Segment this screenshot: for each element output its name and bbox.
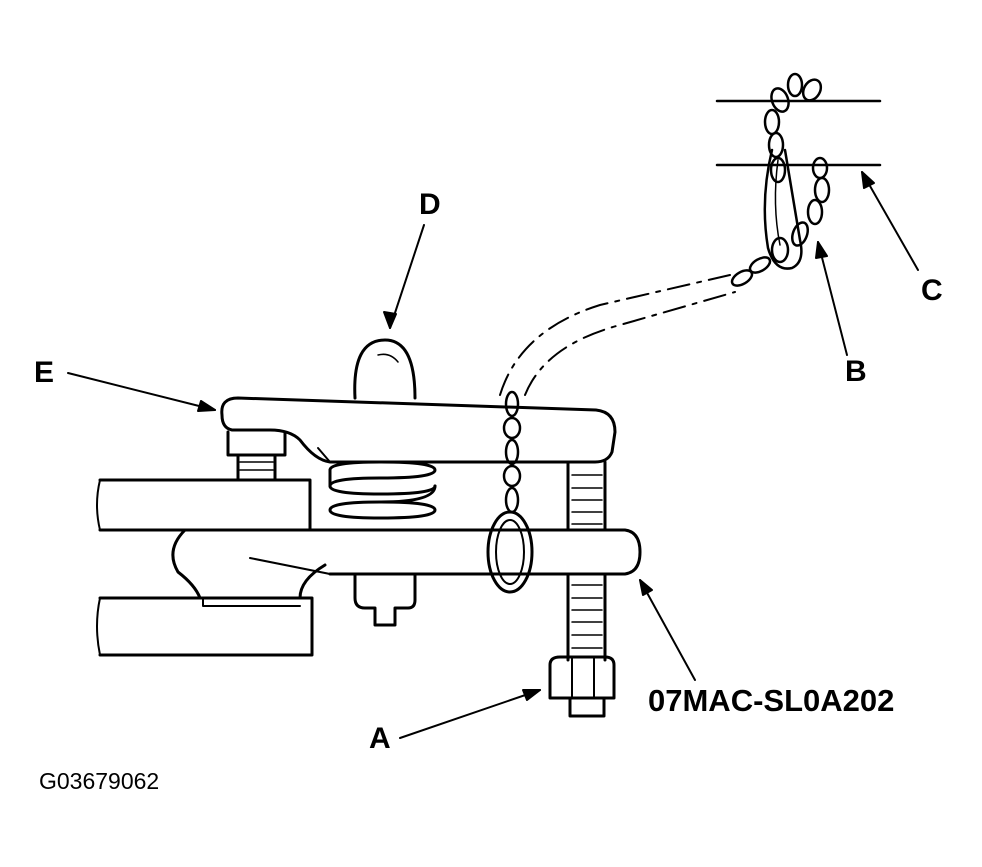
retaining-ring bbox=[486, 510, 534, 594]
tool-upper-arm bbox=[220, 396, 617, 464]
pressure-bolt bbox=[548, 460, 616, 718]
callout-d: D bbox=[419, 188, 441, 221]
chain-near-tool bbox=[502, 390, 522, 514]
spring bbox=[328, 460, 437, 520]
ball-stud bbox=[353, 338, 417, 400]
lower-jaw bbox=[208, 528, 642, 627]
figure-code: G03679062 bbox=[39, 768, 160, 794]
callout-b: B bbox=[845, 355, 867, 388]
lower-arm bbox=[96, 478, 327, 657]
leader-lines bbox=[67, 171, 919, 739]
support-bars bbox=[715, 99, 882, 167]
snap-hook bbox=[763, 148, 803, 270]
callout-e: E bbox=[34, 356, 55, 389]
callout-a: A bbox=[369, 722, 391, 755]
pivot-bolt bbox=[226, 430, 287, 482]
chain-phantom-line bbox=[499, 274, 736, 396]
callout-c: C bbox=[921, 274, 943, 307]
tool-part-number: 07MAC-SL0A202 bbox=[648, 683, 895, 718]
chain-upper bbox=[730, 72, 831, 287]
